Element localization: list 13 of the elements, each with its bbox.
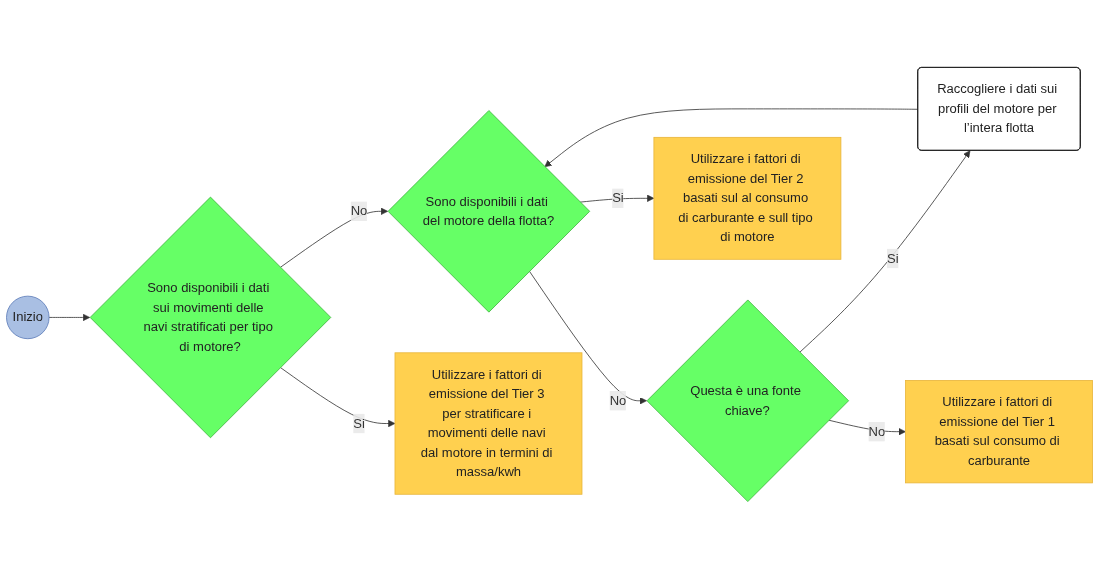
node-box: Utilizzare i fattori di emissione del Tier 3 per stratificare i movimenti delle navi dal motore in termini di massa/kwh xyxy=(394,352,583,495)
edge-label: Si xyxy=(887,251,899,266)
node-diamond: Questa è una fonte chiave? xyxy=(646,299,850,502)
node-diamond: Sono disponibili i dati sui movimenti delle navi stratificati per tipo di motore? xyxy=(89,196,332,439)
node-box: Utilizzare i fattori di emissione del Tier 1 basati sul consumo di carburante xyxy=(905,380,1093,484)
edge-label: No xyxy=(350,204,368,218)
node-circle: Inizio xyxy=(6,295,50,340)
edge-label: No xyxy=(868,424,886,439)
node-box: Utilizzare i fattori di emissione del Tier 2 basati sul al consumo di carburante e sull tipo di motore xyxy=(653,136,842,260)
edge-label: Si xyxy=(353,416,365,431)
edge-label: No xyxy=(609,393,627,408)
node-diamond: Sono disponibili i dati del motore della flotta? xyxy=(387,110,591,313)
edge-label: Si xyxy=(612,191,624,205)
